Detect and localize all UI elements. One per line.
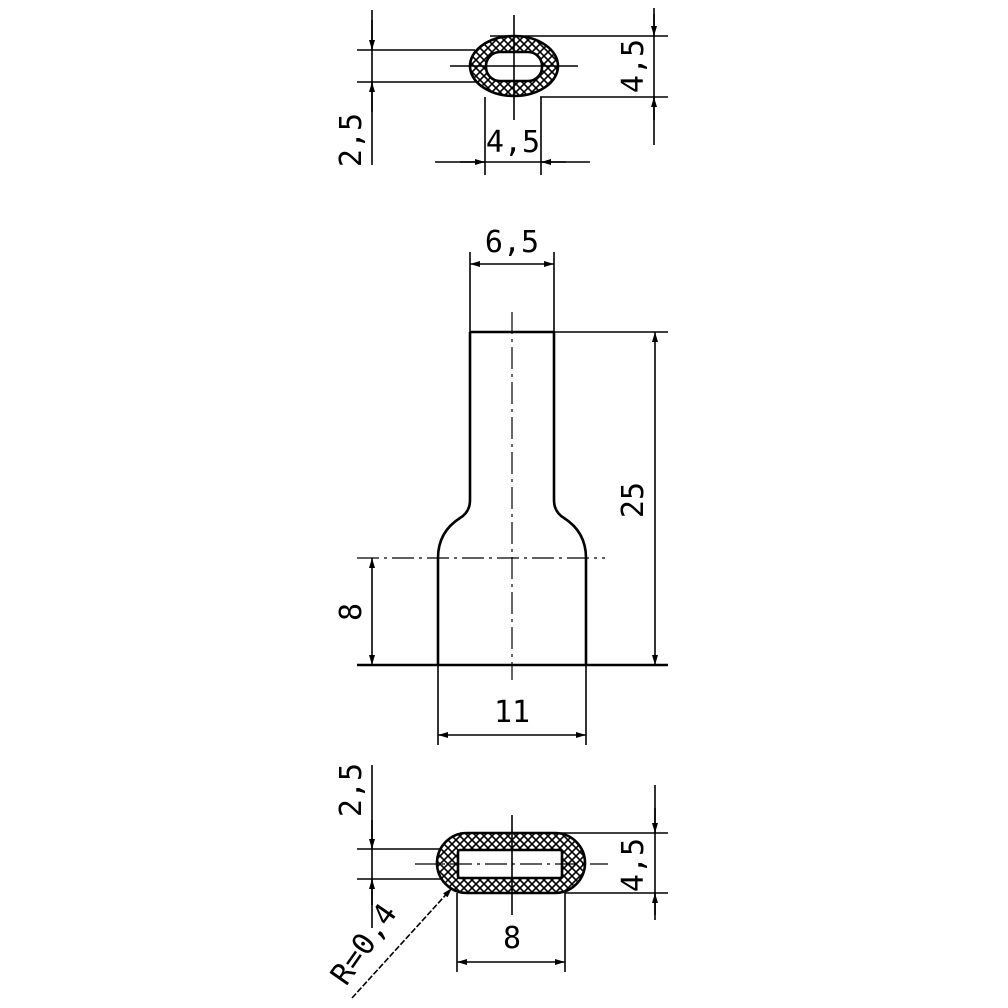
bottom-cross-section: 8 2,5 4,5 R=0,4 [324,763,668,999]
dim-bottom-height: 4,5 [616,838,651,892]
dim-radius: R=0,4 [324,898,404,992]
dim-total-height: 25 [616,482,651,518]
top-cross-section: 4,5 2,5 4,5 [334,8,668,175]
radius-leader [351,887,453,999]
dim-top-width: 6,5 [485,225,539,260]
dim-top-height: 4,5 [616,39,651,93]
side-view: 6,5 25 8 11 [334,225,668,745]
dim-base-height: 8 [334,603,369,621]
dim-top-width: 4,5 [486,125,540,160]
dim-base-width: 11 [494,695,530,730]
dim-bottom-width: 8 [503,921,521,956]
dim-top-offset: 2,5 [334,113,369,167]
dim-bottom-offset: 2,5 [334,763,369,817]
